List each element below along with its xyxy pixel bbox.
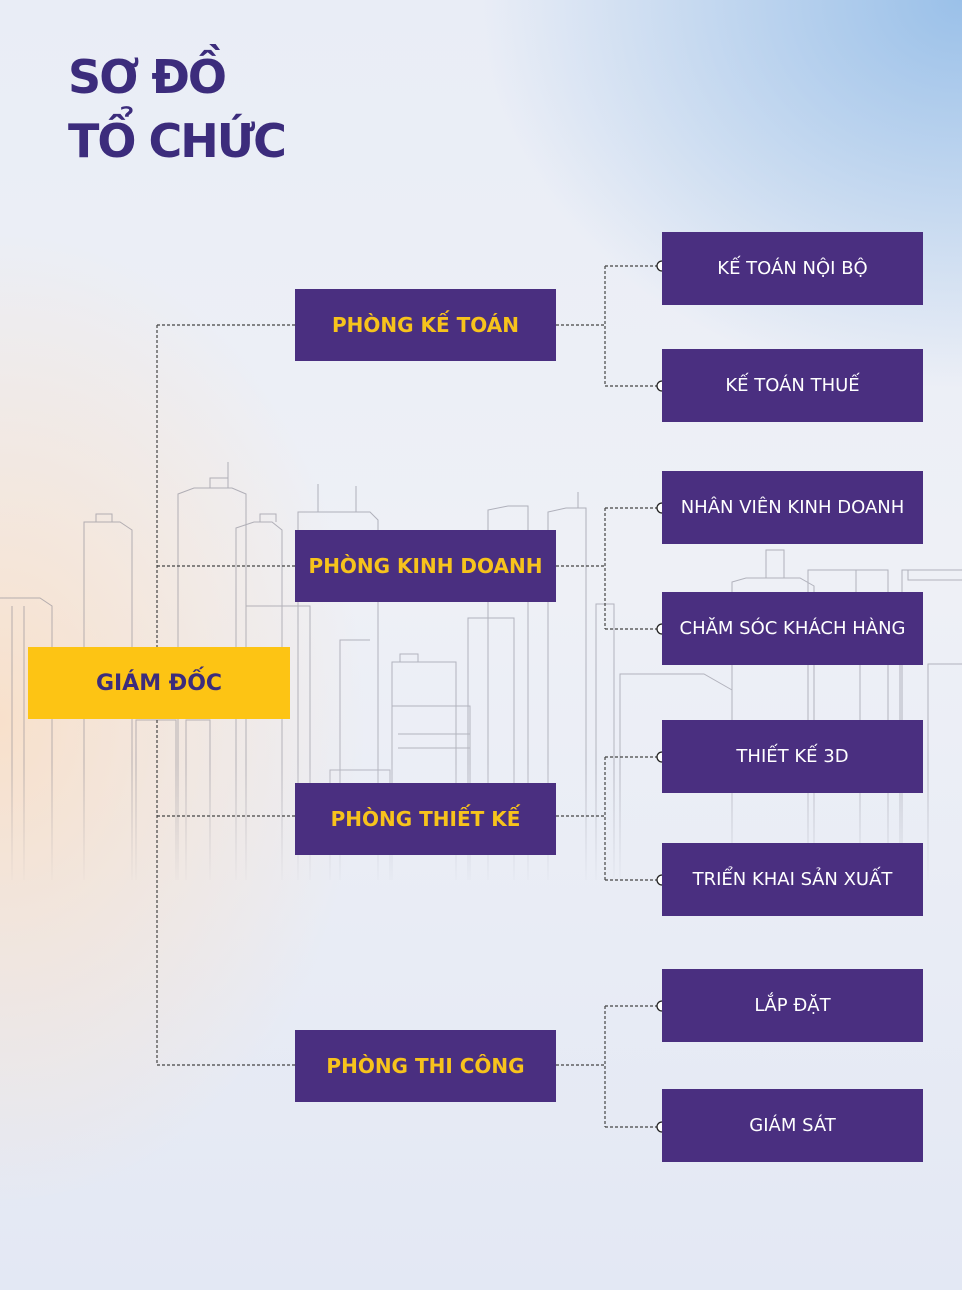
director-box: GIÁM ĐỐC [28,647,290,719]
dept-accounting-box: PHÒNG KẾ TOÁN [295,289,556,361]
team-internal-accounting-box: KẾ TOÁN NỘI BỘ [662,232,923,305]
team-customer-care-box: CHĂM SÓC KHÁCH HÀNG [662,592,923,665]
page-title-line-2: TỔ CHỨC [68,114,287,168]
dept-design-box: PHÒNG THIẾT KẾ [295,783,556,855]
team-production-box: TRIỂN KHAI SẢN XUẤT [662,843,923,916]
dept-construction-box: PHÒNG THI CÔNG [295,1030,556,1102]
team-3d-design-box: THIẾT KẾ 3D [662,720,923,793]
page-title-line-1: SƠ ĐỒ [68,50,227,104]
team-installation-box: LẮP ĐẶT [662,969,923,1042]
dept-sales-box: PHÒNG KINH DOANH [295,530,556,602]
team-tax-accounting-box: KẾ TOÁN THUẾ [662,349,923,422]
team-sales-staff-box: NHÂN VIÊN KINH DOANH [662,471,923,544]
team-supervision-box: GIÁM SÁT [662,1089,923,1162]
